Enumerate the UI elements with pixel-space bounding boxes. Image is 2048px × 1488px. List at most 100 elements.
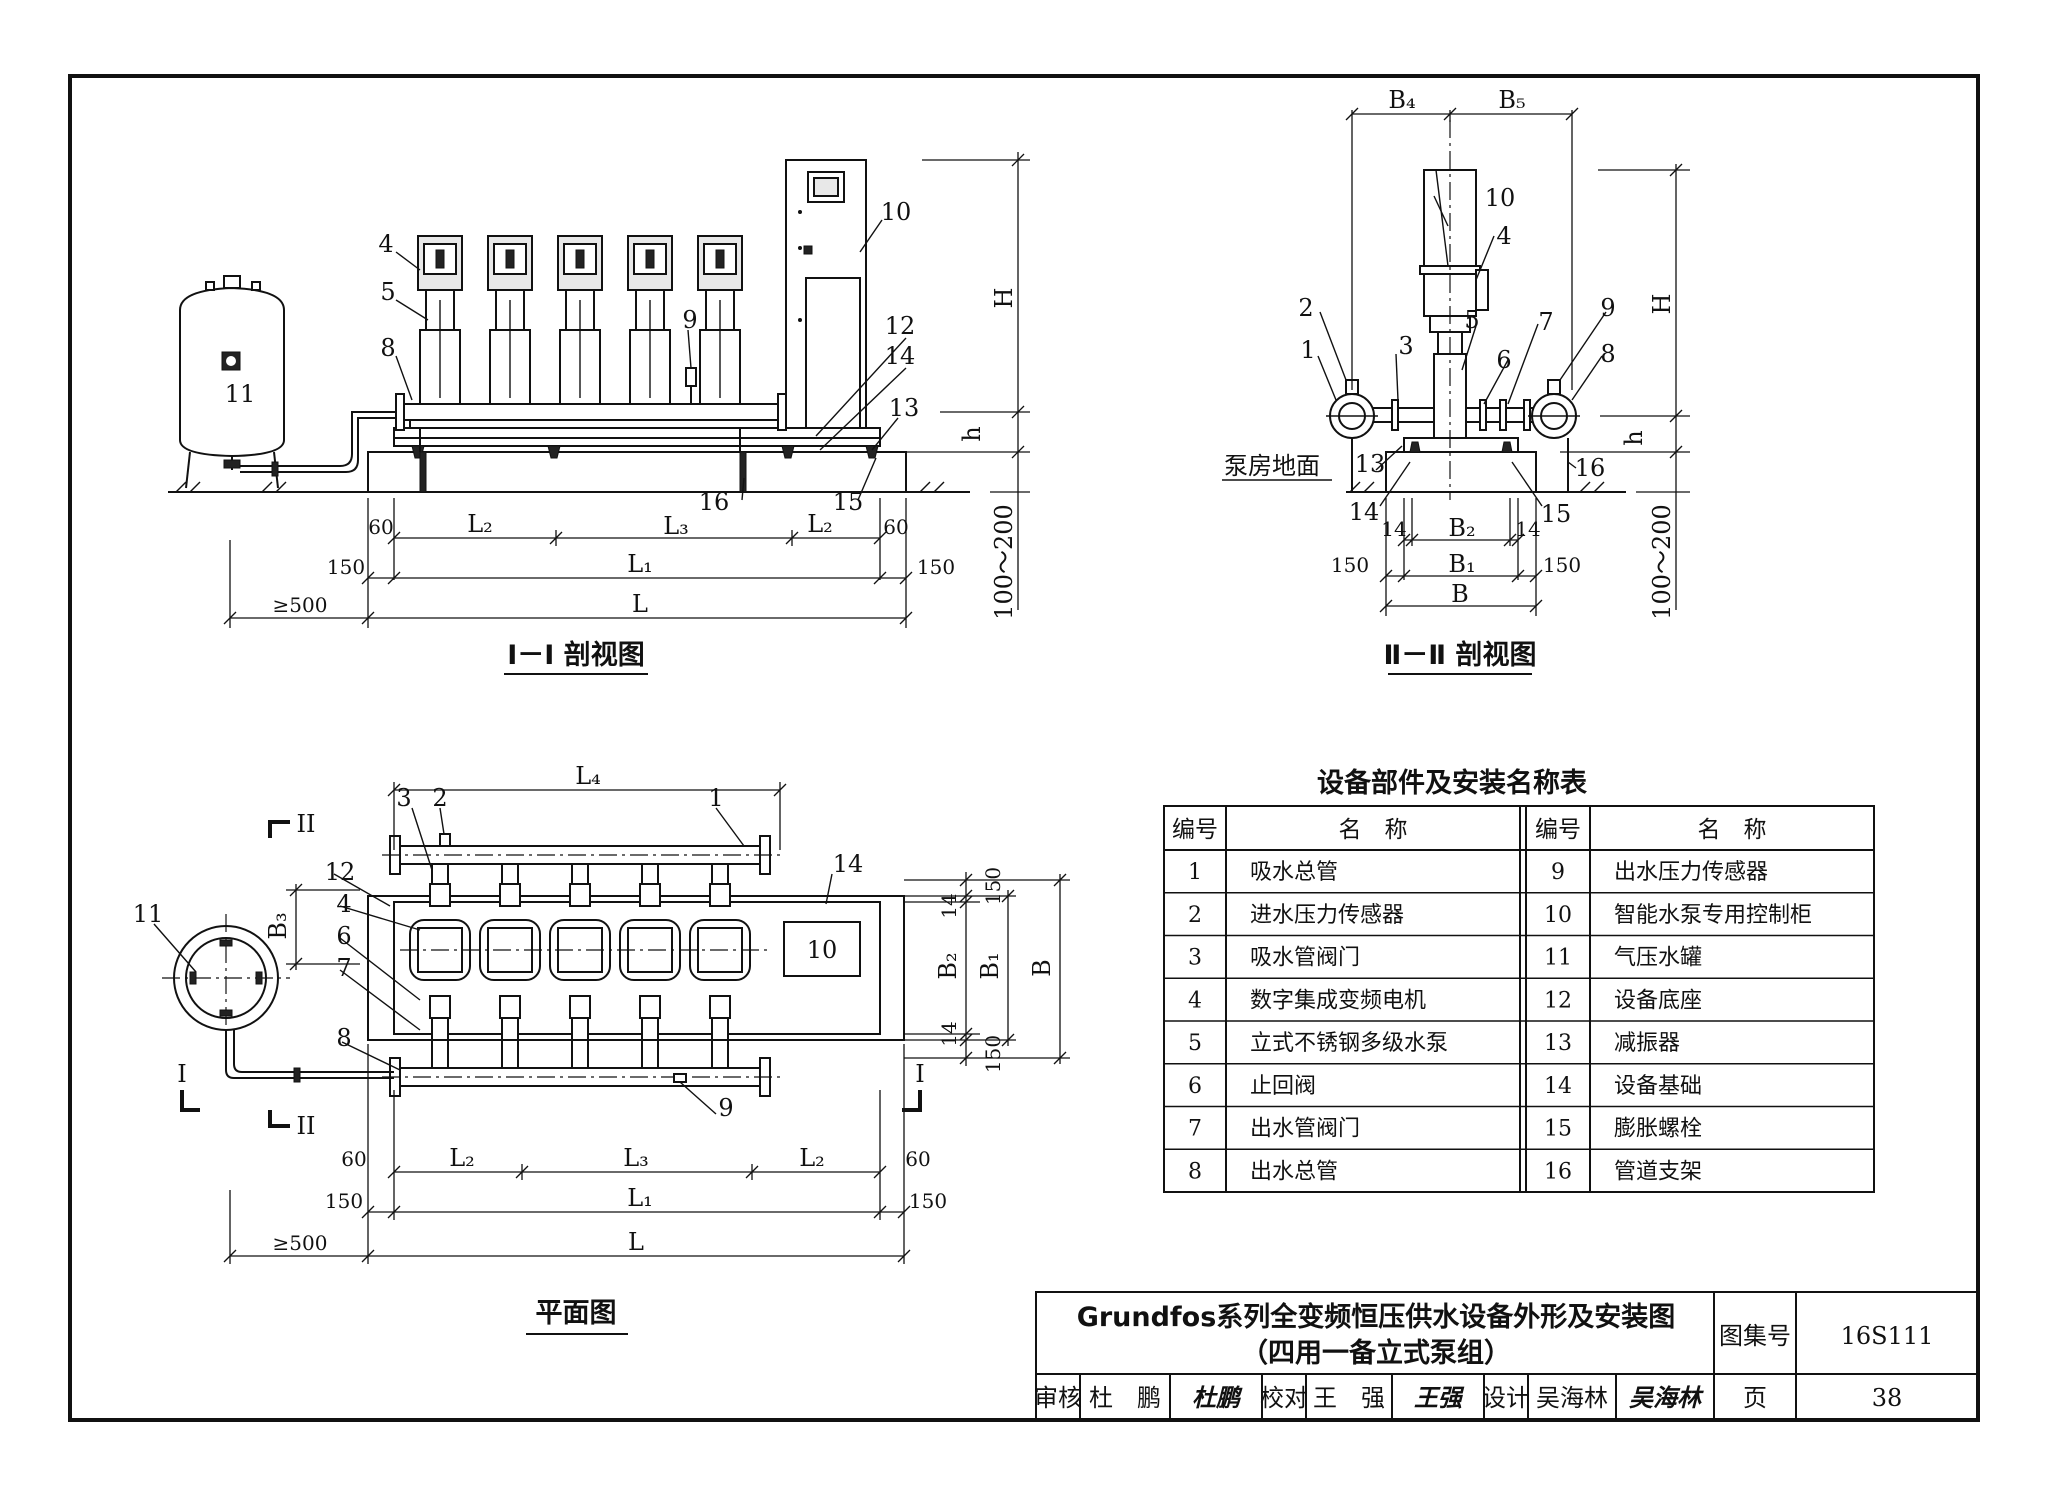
part-name: 数字集成变频电机	[1250, 988, 1426, 1013]
check-label: 校对	[1260, 1384, 1308, 1412]
svg-text:60: 60	[883, 515, 908, 539]
part-number: 13	[1544, 1031, 1572, 1056]
foundation-14	[367, 451, 907, 493]
part-name: 气压水罐	[1614, 946, 1702, 971]
svg-text:150: 150	[917, 555, 955, 579]
svg-text:12: 12	[885, 312, 916, 340]
svg-text:≥500: ≥500	[273, 593, 328, 617]
part-name: 减振器	[1614, 1031, 1680, 1056]
svg-text:L₄: L₄	[575, 762, 601, 790]
svg-text:B₁: B₁	[1448, 550, 1475, 578]
svg-text:B₃: B₃	[264, 912, 292, 939]
plan-foundation	[367, 895, 905, 1041]
dim-100-200-1: 100～200	[990, 504, 1018, 620]
design-label: 设计	[1482, 1384, 1530, 1412]
svg-text:5: 5	[380, 278, 395, 306]
svg-text:4: 4	[378, 230, 393, 258]
drawing-subtitle: （四用一备立式泵组）	[1241, 1337, 1511, 1369]
svg-text:≥500: ≥500	[273, 1231, 328, 1255]
atlas-label: 图集号	[1719, 1322, 1791, 1350]
svg-text:14: 14	[1381, 517, 1406, 541]
svg-text:L₂: L₂	[799, 1144, 825, 1172]
part-number: 3	[1188, 946, 1202, 971]
svg-text:60: 60	[368, 515, 393, 539]
part-name: 膨胀螺栓	[1614, 1117, 1702, 1142]
svg-text:7: 7	[336, 954, 351, 982]
svg-text:150: 150	[327, 555, 365, 579]
part-name: 止回阀	[1250, 1074, 1316, 1099]
title-block: Grundfos系列全变频恒压供水设备外形及安装图 （四用一备立式泵组） 图集号…	[1034, 1291, 1979, 1421]
plan-caption: 平面图	[536, 1298, 617, 1329]
svg-text:6: 6	[1496, 346, 1511, 374]
svg-text:L: L	[628, 1228, 644, 1256]
dim-h-1: h	[958, 426, 986, 441]
svg-text:150: 150	[909, 1189, 947, 1213]
designer-signature: 吴海林	[1629, 1383, 1704, 1412]
part-number: 8	[1188, 1159, 1202, 1184]
part-name: 立式不锈钢多级水泵	[1250, 1031, 1448, 1056]
part-number: 14	[1544, 1074, 1572, 1099]
svg-text:60: 60	[905, 1147, 930, 1171]
svg-text:2: 2	[1298, 294, 1313, 322]
part-number: 11	[1544, 946, 1572, 971]
svg-text:L₂: L₂	[807, 510, 833, 538]
svg-text:16: 16	[1575, 454, 1606, 482]
checker-name: 王 强	[1313, 1384, 1385, 1412]
part-name: 智能水泵专用控制柜	[1614, 903, 1812, 928]
svg-text:14: 14	[937, 1021, 961, 1046]
svg-text:B₅: B₅	[1498, 86, 1525, 114]
svg-text:150: 150	[981, 1035, 1005, 1073]
svg-text:I: I	[177, 1060, 186, 1088]
svg-text:L₃: L₃	[663, 512, 689, 540]
plan-view: 10 II II I I	[133, 762, 1070, 1335]
svg-text:L₁: L₁	[627, 550, 653, 578]
part-name: 出水总管	[1250, 1159, 1338, 1184]
discharge-header-8	[399, 403, 783, 421]
svg-text:14: 14	[1349, 498, 1380, 526]
svg-text:B₄: B₄	[1388, 86, 1415, 114]
svg-text:L₁: L₁	[627, 1184, 653, 1212]
svg-text:8: 8	[336, 1024, 351, 1052]
svg-text:13: 13	[1355, 450, 1386, 478]
part-name: 吸水管阀门	[1250, 946, 1360, 971]
part-number: 15	[1544, 1117, 1572, 1142]
svg-text:60: 60	[341, 1147, 366, 1171]
svg-text:名 称: 名 称	[1698, 817, 1767, 843]
svg-text:6: 6	[336, 922, 351, 950]
svg-text:3: 3	[1398, 332, 1413, 360]
svg-text:L: L	[632, 590, 648, 618]
svg-text:3: 3	[396, 784, 411, 812]
reviewer-signature: 杜鹏	[1192, 1383, 1243, 1412]
section-2-view: 10 4 2 1 3 5 6 7 9 8 13 14 15 16 泵房地面 B₄…	[1222, 86, 1690, 675]
svg-text:9: 9	[1600, 294, 1615, 322]
section-1-view: 4 5 8 9 10 11 12 14 13 15 16 H h 100～200	[168, 152, 1030, 675]
svg-text:8: 8	[1600, 340, 1615, 368]
page-number: 38	[1872, 1384, 1903, 1412]
pressure-tank-11	[179, 275, 285, 489]
svg-text:I: I	[915, 1060, 924, 1088]
svg-text:2: 2	[432, 784, 447, 812]
svg-text:1: 1	[1300, 336, 1315, 364]
svg-text:14: 14	[885, 342, 916, 370]
review-label: 审核	[1034, 1384, 1082, 1412]
svg-text:h: h	[1620, 430, 1648, 445]
pump-row-elevation	[417, 235, 743, 405]
section-marks	[180, 820, 922, 1128]
dim-H-1: H	[990, 288, 1018, 309]
reviewer-name: 杜 鹏	[1089, 1384, 1161, 1412]
part-name: 管道支架	[1614, 1159, 1702, 1184]
part-number: 12	[1544, 988, 1572, 1013]
svg-text:B: B	[1451, 580, 1469, 608]
svg-text:9: 9	[682, 306, 697, 334]
section-1-callouts	[395, 219, 907, 501]
svg-text:B: B	[1028, 959, 1056, 977]
checker-signature: 王强	[1414, 1383, 1465, 1412]
svg-text:150: 150	[1331, 553, 1369, 577]
svg-text:1: 1	[708, 784, 723, 812]
svg-text:15: 15	[833, 488, 864, 516]
part-name: 吸水总管	[1250, 860, 1338, 885]
part-name: 进水压力传感器	[1250, 903, 1404, 928]
part-number: 7	[1188, 1117, 1202, 1142]
